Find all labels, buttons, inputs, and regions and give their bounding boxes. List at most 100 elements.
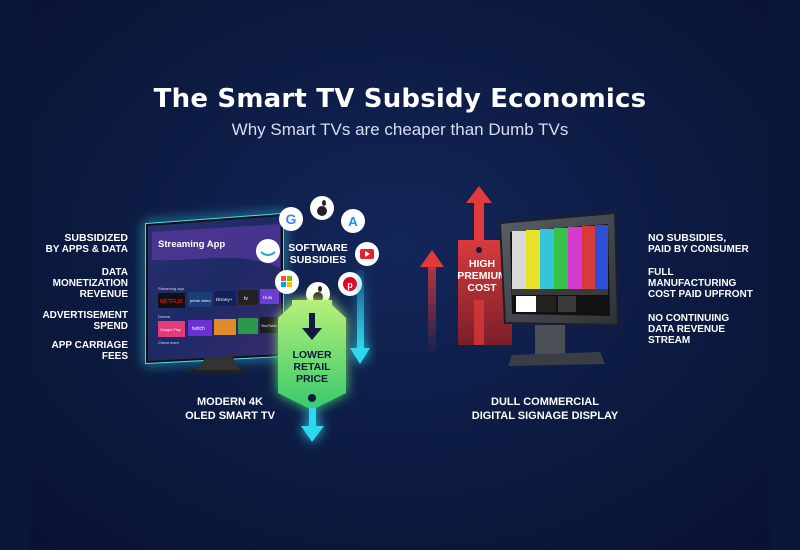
tile-label: Google Play bbox=[160, 328, 181, 332]
tile-label: twitch bbox=[192, 326, 205, 332]
label-advertisement: ADVERTISEMENT SPEND bbox=[20, 310, 128, 332]
commercial-display bbox=[498, 211, 620, 366]
google-icon: G bbox=[279, 207, 303, 231]
label-line: APP CARRIAGE bbox=[51, 340, 129, 351]
app-tile-disney[interactable] bbox=[214, 291, 236, 306]
app-tile[interactable] bbox=[214, 319, 236, 335]
tv-row-label: Streaming app bbox=[158, 286, 185, 291]
right-frame-edge bbox=[770, 0, 800, 550]
cyan-down-arrow bbox=[350, 270, 370, 364]
label-line: MANUFACTURING bbox=[648, 278, 737, 289]
label-line: STREAM bbox=[648, 335, 691, 346]
caption-line: MODERN 4K bbox=[196, 396, 263, 408]
label-line: BY APPS & DATA bbox=[45, 244, 128, 255]
color-block bbox=[558, 296, 576, 312]
color-bar bbox=[582, 226, 595, 289]
lower-price-line2: RETAIL bbox=[293, 361, 331, 373]
label-line: FEES bbox=[101, 351, 128, 362]
app-tile[interactable] bbox=[238, 318, 258, 334]
display-base bbox=[508, 352, 605, 366]
svg-text:A: A bbox=[348, 214, 358, 229]
tile-label: prime video bbox=[190, 298, 211, 303]
tile-label: Hulu bbox=[263, 295, 273, 300]
tile-label: NETFLIX bbox=[160, 299, 183, 305]
app-tile-twitch[interactable] bbox=[188, 320, 212, 336]
label-line: SUBSIDIZED bbox=[64, 232, 128, 244]
label-no-subsidies: NO SUBSIDIES, PAID BY CONSUMER bbox=[648, 232, 778, 256]
label-line: PAID BY CONSUMER bbox=[648, 244, 749, 255]
tv-row-label: Drama bbox=[158, 314, 171, 319]
app-tile-hulu[interactable] bbox=[260, 289, 279, 304]
page-subtitle: Why Smart TVs are cheaper than Dumb TVs bbox=[231, 120, 569, 139]
label-full-manufacturing: FULL MANUFACTURING COST PAID UPFRONT bbox=[648, 267, 778, 300]
left-frame-edge bbox=[0, 0, 30, 550]
app-tile-netflix[interactable] bbox=[158, 293, 185, 308]
tile-label: tv bbox=[244, 296, 248, 302]
smart-tv: Streaming App Streaming app Drama Cheat … bbox=[145, 212, 284, 373]
tile-label: YouTube bbox=[261, 323, 277, 328]
app-tile-prime[interactable] bbox=[188, 292, 212, 307]
label-line: FULL bbox=[648, 267, 674, 278]
tile-label: Disney+ bbox=[216, 297, 233, 302]
tv-base bbox=[188, 370, 248, 373]
display-caption: DULL COMMERCIAL DIGITAL SIGNAGE DISPLAY bbox=[460, 395, 630, 423]
tv-stand bbox=[196, 356, 240, 372]
color-bar bbox=[526, 230, 540, 289]
label-subsidized: SUBSIDIZED BY APPS & DATA bbox=[20, 232, 128, 256]
premium-line3: COST bbox=[467, 282, 497, 294]
color-block bbox=[578, 296, 608, 312]
label-line: COST PAID UPFRONT bbox=[648, 289, 753, 300]
caption-line: DULL COMMERCIAL bbox=[491, 396, 599, 408]
red-up-arrow-center bbox=[466, 186, 492, 240]
color-bar-strip bbox=[512, 289, 608, 295]
pinterest-icon: p bbox=[338, 272, 362, 296]
label-line: DATA REVENUE bbox=[648, 324, 726, 335]
app-tile-appletv[interactable] bbox=[238, 290, 258, 305]
microsoft-icon bbox=[275, 270, 299, 294]
color-bar bbox=[540, 229, 554, 289]
svg-text:p: p bbox=[347, 280, 353, 290]
high-premium-cost-tag: HIGH PREMIUM COST bbox=[457, 240, 512, 345]
software-subsidies-line2: SUBSIDIES bbox=[290, 254, 347, 266]
svg-text:G: G bbox=[286, 211, 297, 227]
color-block bbox=[516, 296, 536, 312]
color-bar bbox=[554, 228, 568, 289]
page-title: The Smart TV Subsidy Economics bbox=[153, 84, 647, 114]
label-line: SPEND bbox=[93, 321, 128, 332]
label-data-monetization: DATA MONETIZATION REVENUE bbox=[20, 267, 128, 300]
apple-icon bbox=[310, 196, 334, 220]
label-line: MONETIZATION bbox=[52, 278, 128, 289]
premium-line1: HIGH bbox=[469, 258, 495, 270]
color-bar bbox=[512, 231, 526, 289]
color-bar bbox=[595, 225, 608, 289]
smart-tv-caption: MODERN 4K OLED SMART TV bbox=[170, 395, 290, 423]
label-line: NO CONTINUING bbox=[648, 313, 730, 324]
label-app-carriage: APP CARRIAGE FEES bbox=[20, 340, 129, 362]
label-line: DATA bbox=[101, 267, 128, 278]
display-stand bbox=[535, 325, 565, 355]
amazon-icon bbox=[256, 239, 280, 263]
caption-line: DIGITAL SIGNAGE DISPLAY bbox=[471, 410, 619, 422]
lower-price-line3: PRICE bbox=[296, 373, 328, 385]
red-up-arrow-left bbox=[420, 250, 444, 355]
tv-screen-wave bbox=[152, 224, 280, 268]
app-tile-youtube[interactable] bbox=[260, 317, 279, 333]
label-line: NO SUBSIDIES, bbox=[648, 232, 727, 244]
label-line: ADVERTISEMENT bbox=[42, 310, 128, 321]
tv-screen-title: Streaming App bbox=[158, 239, 225, 250]
youtube-icon bbox=[355, 242, 379, 266]
color-bars bbox=[512, 225, 608, 312]
software-subsidies-line1: SOFTWARE bbox=[288, 242, 348, 254]
cyan-down-arrow bbox=[301, 408, 324, 442]
app-tile-googleplay[interactable] bbox=[158, 321, 185, 337]
app-store-icon: A bbox=[341, 209, 365, 233]
lower-price-line1: LOWER bbox=[292, 349, 331, 361]
tv-row-label: Cheat more bbox=[158, 340, 180, 345]
label-line: REVENUE bbox=[79, 289, 128, 300]
premium-line2: PREMIUM bbox=[457, 270, 507, 282]
lower-price-tag: LOWER RETAIL PRICE bbox=[278, 300, 346, 410]
color-block bbox=[536, 296, 556, 312]
label-no-continuing: NO CONTINUING DATA REVENUE STREAM bbox=[648, 313, 778, 346]
color-bar bbox=[568, 227, 582, 289]
